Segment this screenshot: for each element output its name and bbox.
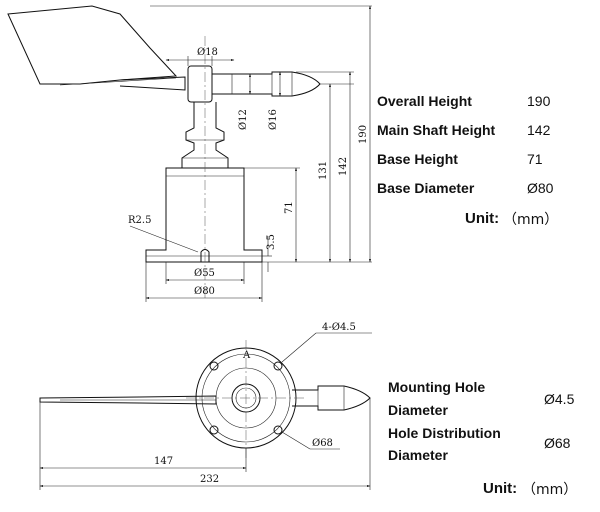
mounting-hole xyxy=(273,425,283,435)
dim-h190: 190 xyxy=(358,125,369,144)
spec-label-main-shaft-height: Main Shaft Height xyxy=(377,122,496,138)
spec-label-mounting-hole-2: Diameter xyxy=(388,402,448,418)
spec-value-base-height: 71 xyxy=(527,151,543,167)
dim-l147: 147 xyxy=(154,456,173,467)
spec-label-overall-height: Overall Height xyxy=(377,93,472,109)
mounting-hole xyxy=(209,361,219,371)
dim-h35: 3.5 xyxy=(266,234,277,250)
dim-d68: Ø68 xyxy=(312,438,333,449)
spec-label-hole-distribution-2: Diameter xyxy=(388,447,448,463)
unit-value-side: （mm） xyxy=(503,212,559,228)
spec-label-mounting-hole-1: Mounting Hole xyxy=(388,379,486,395)
base-body xyxy=(145,167,263,263)
unit-label-side: Unit: xyxy=(465,210,500,227)
mounting-hole xyxy=(209,425,219,435)
shaft-hub xyxy=(187,65,213,103)
mark-a: A xyxy=(242,350,251,361)
dim-d16: Ø16 xyxy=(268,109,279,130)
mounting-hole xyxy=(273,361,283,371)
tail-fin xyxy=(7,5,178,85)
dim-d12: Ø12 xyxy=(238,109,249,130)
dim-h142: 142 xyxy=(338,157,349,176)
unit-label-top: Unit: xyxy=(483,480,518,497)
dim-holes: 4-Ø4.5 xyxy=(322,322,356,333)
dim-h131: 131 xyxy=(318,161,329,180)
spec-value-overall-height: 190 xyxy=(527,93,551,109)
nose-cone xyxy=(211,71,321,97)
spec-label-base-diameter: Base Diameter xyxy=(377,180,475,196)
spec-value-hole-distribution: Ø68 xyxy=(544,435,571,451)
spec-label-hole-distribution-1: Hole Distribution xyxy=(388,425,501,441)
dim-d80: Ø80 xyxy=(194,286,215,297)
spec-value-main-shaft-height: 142 xyxy=(527,122,551,138)
spec-label-base-height: Base Height xyxy=(377,151,458,167)
unit-value-top: （mm） xyxy=(522,482,578,498)
dim-d18: Ø18 xyxy=(197,47,218,58)
dim-d55: Ø55 xyxy=(194,268,215,279)
dim-l232: 232 xyxy=(200,474,219,485)
spec-value-mounting-hole: Ø4.5 xyxy=(544,391,575,407)
dim-r25: R2.5 xyxy=(128,215,151,226)
side-view: Ø18 Ø12 Ø16 R2.5 Ø55 Ø80 3.5 71 xyxy=(7,5,372,302)
spec-value-base-diameter: Ø80 xyxy=(527,180,554,196)
dim-h71: 71 xyxy=(284,201,295,214)
top-view: A 4-Ø4.5 Ø68 147 232 xyxy=(39,322,372,490)
